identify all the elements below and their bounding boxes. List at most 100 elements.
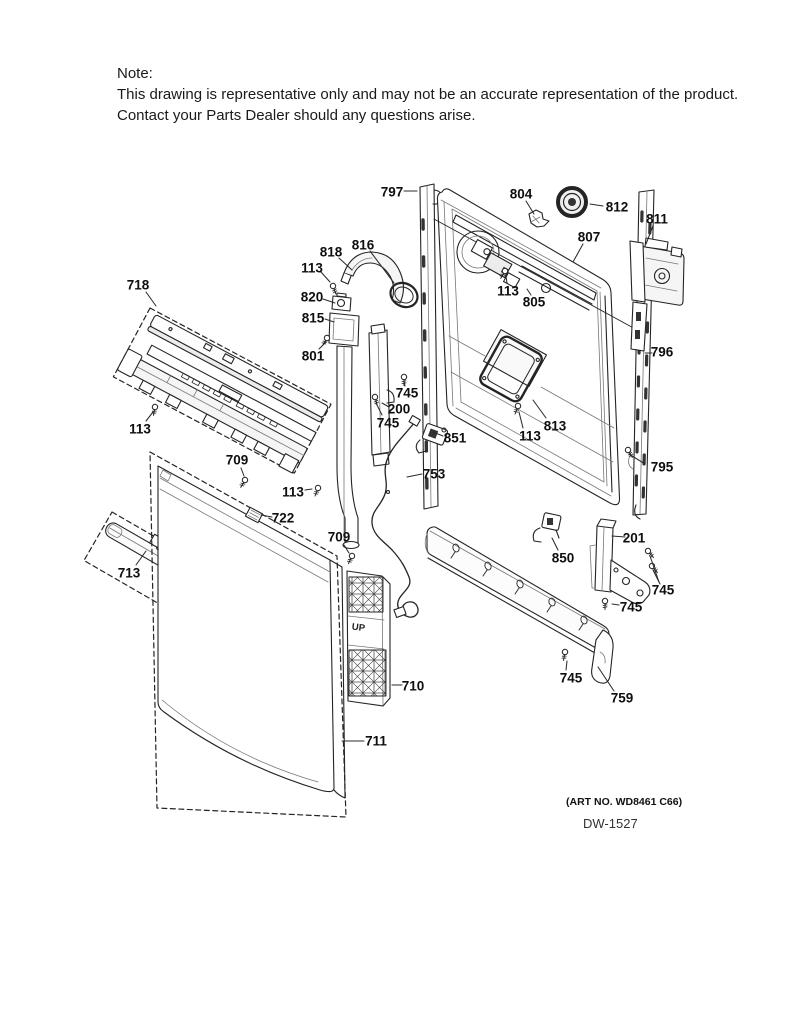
part-label-201: 201 xyxy=(623,531,646,546)
leader-line-113 xyxy=(145,411,154,422)
part-label-850: 850 xyxy=(552,551,575,566)
part-label-807: 807 xyxy=(578,230,601,245)
part-200-bracket xyxy=(368,323,395,467)
part-851-bracket xyxy=(415,423,448,454)
note-line-1: This drawing is representative only and … xyxy=(117,86,739,103)
part-label-718: 718 xyxy=(127,278,150,293)
drawing-number: DW-1527 xyxy=(583,816,638,831)
part-label-745: 745 xyxy=(560,671,583,686)
part-label-745: 745 xyxy=(396,386,419,401)
part-label-113: 113 xyxy=(497,284,519,299)
part-label-804: 804 xyxy=(510,187,533,202)
up-marking: UP xyxy=(351,622,366,635)
leader-line-753 xyxy=(406,473,423,478)
leader-line-113 xyxy=(320,271,331,283)
part-816-seal-ring xyxy=(389,281,419,309)
part-label-113: 113 xyxy=(129,422,151,437)
part-850-clip xyxy=(532,512,562,543)
leader-line-718 xyxy=(145,291,157,307)
leader-line-801 xyxy=(318,341,327,350)
part-807-inner-door-panel xyxy=(433,188,640,506)
part-label-813: 813 xyxy=(544,419,567,434)
part-label-713: 713 xyxy=(118,566,141,581)
part-label-113: 113 xyxy=(282,485,304,500)
part-811-vent-assembly xyxy=(629,237,685,352)
leader-line-807 xyxy=(572,243,584,263)
leader-line-851 xyxy=(432,431,444,437)
part-759-access-panel xyxy=(424,526,614,684)
part-label-745: 745 xyxy=(377,416,400,431)
leader-line-745 xyxy=(565,660,568,671)
part-label-820: 820 xyxy=(301,290,324,305)
leader-line-709 xyxy=(240,467,245,477)
leader-line-804 xyxy=(525,200,535,215)
part-label-113: 113 xyxy=(301,261,323,276)
leader-line-745 xyxy=(649,555,660,583)
part-753-wire-harness xyxy=(371,414,421,619)
part-label-709: 709 xyxy=(226,453,249,468)
note-block: Note: This drawing is representative onl… xyxy=(117,63,738,126)
part-label-815: 815 xyxy=(302,311,325,326)
leader-line-200 xyxy=(381,402,390,408)
leader-line-745 xyxy=(375,402,383,416)
leader-line-201 xyxy=(611,535,626,538)
leader-line-820 xyxy=(322,298,336,304)
part-label-801: 801 xyxy=(302,349,325,364)
leader-line-812 xyxy=(589,203,604,207)
part-label-805: 805 xyxy=(523,295,546,310)
part-812-grommet xyxy=(556,186,588,218)
leader-line-745 xyxy=(611,603,620,606)
note-line-2: Contact your Parts Dealer should any que… xyxy=(117,107,476,124)
part-820-fitting xyxy=(331,292,352,312)
part-label-722: 722 xyxy=(272,511,295,526)
leader-line-813 xyxy=(532,399,547,419)
part-label-711: 711 xyxy=(365,734,387,749)
leader-line-722 xyxy=(260,514,273,518)
leader-line-113 xyxy=(505,275,508,284)
part-label-812: 812 xyxy=(606,200,629,215)
part-label-816: 816 xyxy=(352,238,375,253)
part-label-818: 818 xyxy=(320,245,343,260)
part-804-clip xyxy=(528,209,550,228)
leader-line-745 xyxy=(403,380,406,387)
part-813-dispenser-frame xyxy=(479,335,543,403)
leader-line-816 xyxy=(369,250,395,284)
part-718-escutcheon-group xyxy=(112,307,332,474)
leader-line-811 xyxy=(645,225,654,245)
leader-line-815 xyxy=(324,318,335,323)
part-label-745: 745 xyxy=(652,583,675,598)
art-number: (ART NO. WD8461 C66) xyxy=(566,796,683,808)
part-label-200: 200 xyxy=(388,402,411,417)
leader-line-818 xyxy=(338,257,353,271)
part-710-insulation: UP xyxy=(346,570,391,707)
part-797-side-strip xyxy=(419,183,442,510)
part-818-vent-duct xyxy=(340,251,405,304)
part-label-796: 796 xyxy=(651,345,674,360)
part-label-709: 709 xyxy=(328,530,351,545)
part-label-753: 753 xyxy=(423,467,446,482)
leader-line-850 xyxy=(551,537,559,551)
part-label-710: 710 xyxy=(402,679,425,694)
leader-line-709 xyxy=(343,544,350,554)
leader-line-113 xyxy=(518,411,524,429)
part-label-113: 113 xyxy=(519,429,541,444)
part-711-outer-door-panel xyxy=(149,451,347,818)
part-722-clip xyxy=(244,506,264,524)
leader-line-759 xyxy=(597,666,615,692)
part-label-851: 851 xyxy=(444,431,467,446)
note-title: Note: xyxy=(117,65,153,82)
leader-line-113 xyxy=(304,488,313,491)
part-label-745: 745 xyxy=(620,600,643,615)
leader-line-805 xyxy=(526,288,532,296)
part-label-811: 811 xyxy=(646,212,668,227)
part-815-vent-tube xyxy=(328,312,360,550)
leader-line-713 xyxy=(135,550,147,566)
part-label-795: 795 xyxy=(651,460,674,475)
leader-line-795 xyxy=(628,453,646,465)
part-201-hinge-bracket xyxy=(589,518,651,605)
part-label-759: 759 xyxy=(611,691,634,706)
leader-line-745 xyxy=(652,569,661,585)
